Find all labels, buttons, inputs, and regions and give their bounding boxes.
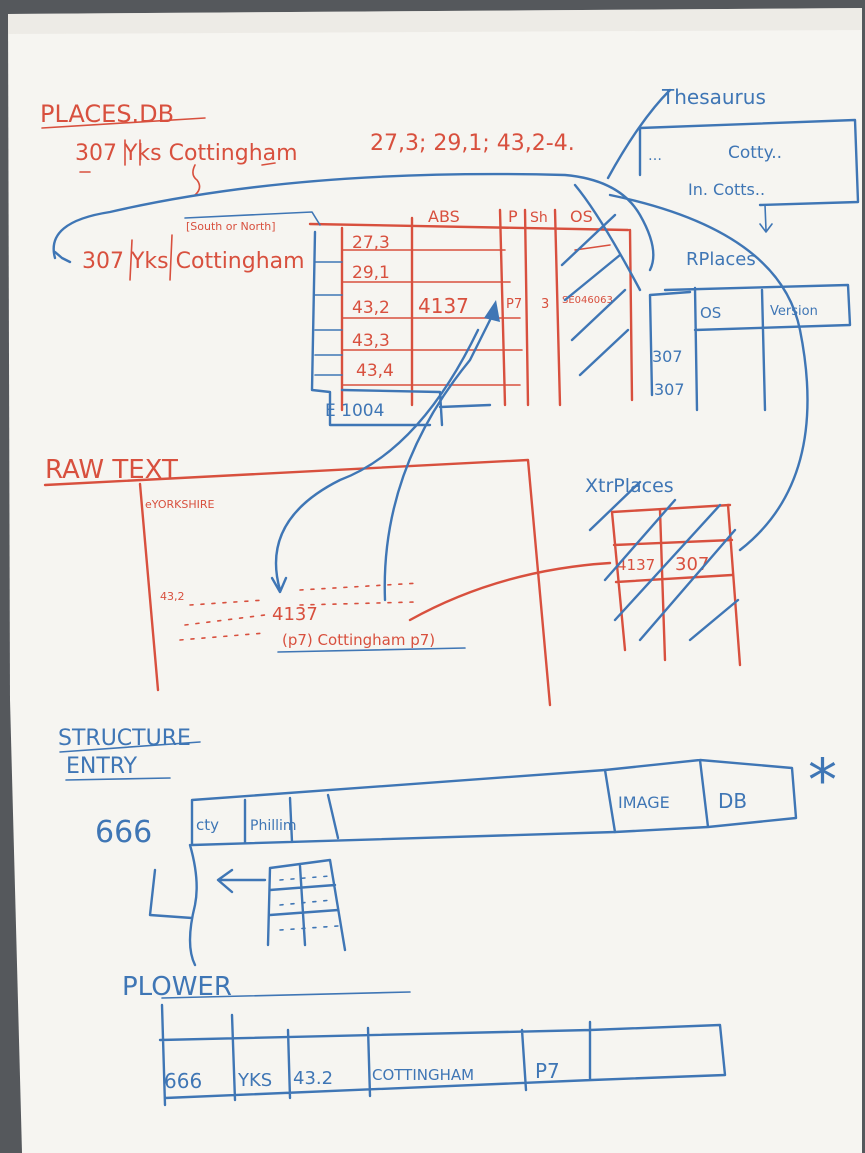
places-db-col-os: OS xyxy=(570,207,593,226)
asterisk-mark: * xyxy=(808,746,837,814)
arrow-thesaurus-to-xtr xyxy=(608,193,809,552)
raw-text-cite: (p7) Cottingham p7) xyxy=(282,631,435,649)
places-db-col-p: P xyxy=(508,207,518,226)
places-db-col-sh: Sh xyxy=(530,210,548,226)
structure-entry-field-2: Phillim xyxy=(250,818,297,834)
plower-cell-2: YKS xyxy=(237,1070,272,1091)
places-db-row-3: 43,2 xyxy=(352,298,390,318)
places-db-entries: 27,3; 29,1; 43,2-4. xyxy=(370,131,575,156)
rplaces-row-2: 307 xyxy=(654,380,685,399)
places-db-sh-value: 3 xyxy=(541,297,549,312)
xtr-places-title: XtrPlaces xyxy=(585,475,674,497)
raw-text-county: eYORKSHIRE xyxy=(145,498,215,511)
raw-text-code: 4137 xyxy=(272,604,318,625)
rplaces-title: RPlaces xyxy=(686,249,756,270)
plower-section: PLOWER 666 YKS 43.2 COTTINGHAM P7 xyxy=(122,972,727,1107)
thesaurus-section: Thesaurus … Cotty.. In. Cotts.. xyxy=(638,85,860,233)
thesaurus-line-2: In. Cotts.. xyxy=(688,180,765,199)
plower-cell-3: 43.2 xyxy=(293,1068,333,1089)
thesaurus-title: Thesaurus xyxy=(661,85,766,109)
places-db-os-value: SE046063 xyxy=(562,295,613,306)
places-db-index: E 1004 xyxy=(310,213,630,427)
places-db-section: PLACES.DB 307 Yks Cottingham 27,3; 29,1;… xyxy=(40,100,634,412)
arrow-abs-to-raw xyxy=(274,328,480,592)
raw-text-section: RAW TEXT eYORKSHIRE 43,2 4137 (p7) Cotti… xyxy=(43,455,552,707)
rplaces-col-os: OS xyxy=(700,304,721,322)
places-db-abs-value: 4137 xyxy=(418,294,469,318)
thesaurus-dots: … xyxy=(648,148,662,164)
plower-cell-5: P7 xyxy=(535,1059,560,1083)
xtr-places-section: XtrPlaces 4137 307 xyxy=(585,475,742,667)
structure-entry-image: IMAGE xyxy=(618,793,670,812)
places-db-col-abs: ABS xyxy=(428,207,460,226)
places-db-row-2: 29,1 xyxy=(352,263,390,283)
structure-entry-id: 666 xyxy=(95,815,152,850)
places-db-row-label: 307 Yks Cottingham xyxy=(82,249,305,274)
places-db-row-4: 43,3 xyxy=(352,331,390,351)
paper-sheet xyxy=(8,8,862,1153)
places-db-sample-record: 307 Yks Cottingham xyxy=(75,141,298,166)
arrow-raw-to-xtr xyxy=(408,561,612,622)
plower-cell-1: 666 xyxy=(164,1069,202,1093)
xtr-places-cell-1: 4137 xyxy=(617,556,655,574)
structure-entry-field-3: DB xyxy=(718,789,747,813)
raw-text-entry-ref: 43,2 xyxy=(160,590,185,603)
places-db-note: [South or North] xyxy=(186,220,276,233)
connector-arrows xyxy=(52,88,809,622)
places-db-p-value: P7 xyxy=(506,297,522,312)
plower-cell-4: COTTINGHAM xyxy=(372,1066,474,1084)
arrow-raw-to-abs xyxy=(383,308,497,602)
places-db-footer-code: E 1004 xyxy=(325,401,384,421)
places-db-row-5: 43,4 xyxy=(356,361,394,381)
rplaces-row-1: 307 xyxy=(652,347,683,366)
structure-entry-section: STRUCTURE ENTRY 666 cty Phillim IMAGE DB… xyxy=(58,726,837,967)
thesaurus-line-1: Cotty.. xyxy=(728,143,782,163)
structure-entry-field-1: cty xyxy=(196,816,219,834)
places-db-row-1: 27,3 xyxy=(352,233,390,253)
structure-entry-title-2: ENTRY xyxy=(66,754,138,779)
